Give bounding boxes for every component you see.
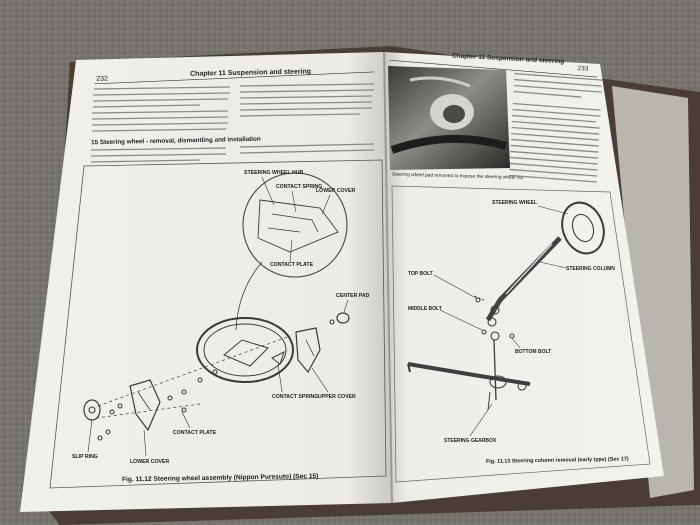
left-label-leaders bbox=[87, 176, 349, 457]
label-steering-column: STEERING COLUMN bbox=[566, 266, 615, 272]
center-pad-part bbox=[336, 312, 350, 324]
steering-wheel-part bbox=[561, 201, 605, 255]
left-caption-row: Fig. 11.12 Steering wheel assembly (Nipp… bbox=[122, 473, 318, 483]
left-page-number: 232 bbox=[96, 76, 108, 83]
right-figure-caption: Fig. 11.13 Steering column removal (earl… bbox=[486, 456, 629, 464]
label-contact-plate-top: CONTACT PLATE bbox=[270, 262, 314, 268]
label-upper-cover: UPPER COVER bbox=[318, 394, 356, 400]
label-slip-ring: SLIP RING bbox=[72, 454, 98, 460]
left-page-header: 232 Chapter 11 Suspension and steering bbox=[94, 68, 375, 85]
label-lower-cover-top: LOWER COVER bbox=[316, 188, 355, 194]
gutter bbox=[383, 51, 393, 504]
label-steering-wheel: STEERING WHEEL bbox=[492, 200, 537, 206]
label-contact-plate: CONTACT PLATE bbox=[173, 430, 217, 436]
label-steering-gearbox: STEERING GEARBOX bbox=[444, 438, 497, 444]
detail-inset-circle bbox=[242, 172, 348, 278]
right-body-text bbox=[508, 72, 603, 183]
right-endpaper bbox=[612, 86, 694, 498]
steering-photo bbox=[388, 66, 510, 170]
left-section-heading-row: 15 Steering wheel - removal, dismantling… bbox=[91, 136, 261, 147]
label-center-pad: CENTER PAD bbox=[336, 293, 370, 299]
label-contact-spring: CONTACT SPRING bbox=[272, 394, 318, 400]
label-top-bolt: TOP BOLT bbox=[408, 271, 433, 277]
left-section-text bbox=[90, 143, 375, 163]
upper-cover-part bbox=[295, 327, 321, 374]
right-figure-labels: STEERING WHEEL STEERING COLUMN TOP BOLT … bbox=[408, 200, 615, 444]
left-running-header: Chapter 11 Suspension and steering bbox=[190, 68, 311, 78]
label-middle-bolt: MIDDLE BOLT bbox=[408, 306, 442, 312]
photo-caption-row: Steering wheel pad removed to expose the… bbox=[392, 171, 524, 180]
lower-cover-part bbox=[129, 379, 161, 432]
steering-wheel-rim bbox=[196, 317, 294, 383]
right-figure-frame bbox=[391, 185, 651, 483]
left-figure-labels: STEERING WHEEL HUB CONTACT SPRING LOWER … bbox=[72, 170, 370, 465]
label-steering-wheel-hub: STEERING WHEEL HUB bbox=[244, 170, 304, 176]
label-bottom-bolt: BOTTOM BOLT bbox=[515, 349, 551, 355]
steering-gearbox-part bbox=[407, 362, 531, 386]
right-photo-caption: Steering wheel pad removed to expose the… bbox=[392, 171, 524, 180]
right-page-number: 233 bbox=[577, 65, 589, 73]
left-page bbox=[20, 52, 392, 512]
left-figure-caption: Fig. 11.12 Steering wheel assembly (Nipp… bbox=[122, 473, 318, 483]
right-label-leaders bbox=[433, 205, 569, 437]
contact-spring-part bbox=[271, 351, 285, 365]
left-body-text bbox=[91, 83, 375, 132]
steering-column-drawing bbox=[407, 201, 605, 411]
steering-wheel-assembly-drawing bbox=[83, 172, 350, 441]
left-section-heading: 15 Steering wheel - removal, dismantling… bbox=[91, 136, 261, 147]
label-lower-cover: LOWER COVER bbox=[130, 459, 169, 465]
label-contact-spring-top: CONTACT SPRING bbox=[276, 184, 322, 190]
right-caption-row: Fig. 11.13 Steering column removal (earl… bbox=[486, 456, 629, 464]
left-figure-frame bbox=[49, 159, 387, 489]
